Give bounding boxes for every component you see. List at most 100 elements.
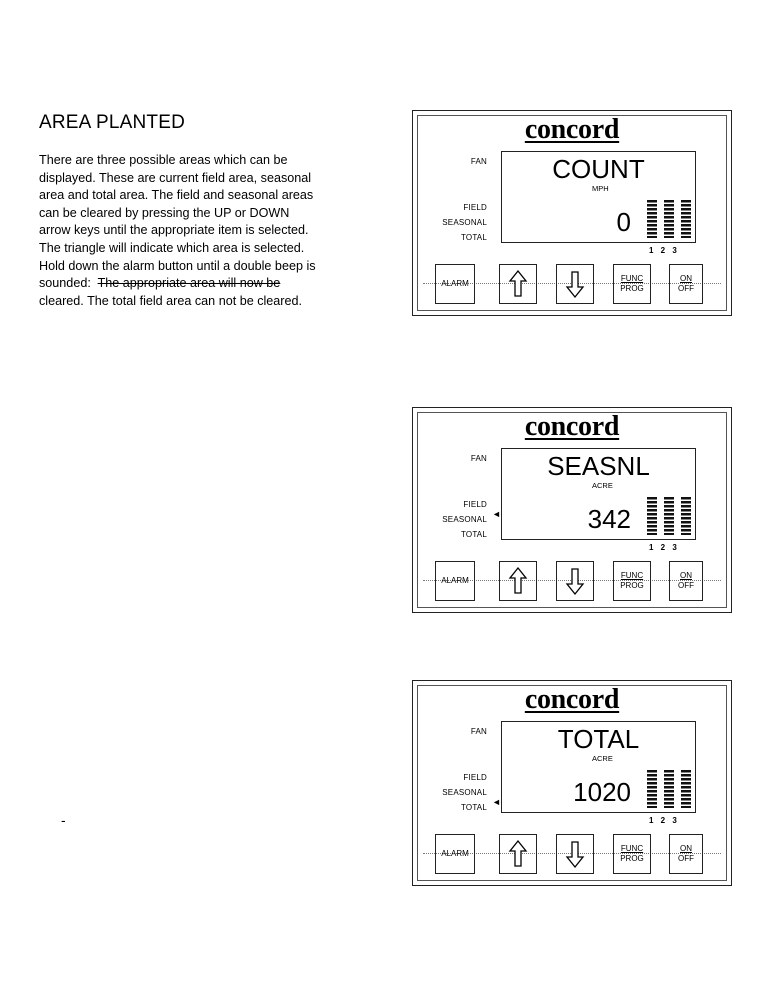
triangle-indicator-icon: ◄ (492, 509, 501, 519)
paragraph-line: arrow keys until the appropriate item is… (39, 223, 309, 238)
alarm-button[interactable]: ALARM (435, 561, 475, 601)
label-field: FIELD (463, 500, 487, 509)
down-button[interactable] (556, 834, 594, 874)
paragraph-line: There are three possible areas which can… (39, 153, 288, 167)
display-value: 342 (587, 504, 631, 534)
alarm-button[interactable]: ALARM (435, 834, 475, 874)
device-panel-count: concord FAN FIELD SEASONAL TOTAL COUNT M… (412, 110, 732, 316)
paragraph-line: Hold down the alarm button until a doubl… (39, 258, 316, 273)
display-mode-text: COUNT (552, 154, 645, 184)
func-prog-button[interactable]: FUNC PROG (613, 561, 651, 601)
bar-1 (647, 200, 657, 238)
bar-2 (664, 497, 674, 535)
func-prog-button[interactable]: FUNC PROG (613, 264, 651, 304)
display-value: 0 (616, 207, 631, 237)
on-label: ON (680, 571, 692, 580)
bar-3 (681, 770, 691, 808)
down-arrow-icon (565, 841, 585, 869)
up-button[interactable] (499, 561, 537, 601)
label-fan: FAN (470, 727, 487, 736)
label-seasonal: SEASONAL (442, 788, 487, 797)
label-total: TOTAL (460, 530, 487, 539)
on-off-button[interactable]: ON OFF (669, 561, 703, 601)
section-heading: AREA PLANTED (39, 112, 186, 133)
alarm-button[interactable]: ALARM (435, 264, 475, 304)
device-panel-seasonal: concord FAN FIELD SEASONAL TOTAL SEASNL … (412, 407, 732, 613)
on-label: ON (680, 844, 692, 853)
alarm-label: ALARM (441, 279, 469, 288)
on-off-button[interactable]: ON OFF (669, 834, 703, 874)
display-value: 1020 (573, 777, 631, 807)
label-field: FIELD (463, 773, 487, 782)
down-arrow-icon (565, 271, 585, 299)
up-arrow-icon (508, 839, 528, 867)
down-arrow-icon (565, 568, 585, 596)
display-unit: ACRE (592, 754, 613, 763)
panel-inner-frame (417, 685, 727, 881)
prog-label: PROG (620, 284, 644, 293)
triangle-indicator-icon: ◄ (492, 797, 501, 807)
display-mode-text: SEASNL (547, 451, 650, 481)
bar-numbers: 1 2 3 (649, 816, 677, 825)
panel-inner-frame (417, 412, 727, 608)
bar-2 (664, 200, 674, 238)
paragraph-line-prefix: sounded: (39, 276, 98, 291)
bar-graph (647, 770, 691, 808)
on-label: ON (680, 274, 692, 283)
bar-graph (647, 200, 691, 238)
func-label: FUNC (620, 274, 644, 283)
label-seasonal: SEASONAL (442, 218, 487, 227)
bar-graph (647, 497, 691, 535)
description-paragraph: There are three possible areas which can… (39, 152, 374, 310)
brand-logo: concord (524, 114, 620, 145)
func-label: FUNC (620, 844, 644, 853)
alarm-label: ALARM (441, 849, 469, 858)
paragraph-line: area and total area. The field and seaso… (39, 188, 314, 203)
off-label: OFF (678, 581, 694, 590)
on-off-button[interactable]: ON OFF (669, 264, 703, 304)
label-total: TOTAL (460, 233, 487, 242)
lcd-display: COUNT MPH 0 ◄ (501, 151, 696, 243)
brand-logo: concord (524, 684, 620, 715)
prog-label: PROG (620, 854, 644, 863)
up-button[interactable] (499, 264, 537, 304)
paragraph-line: The triangle will indicate which area is… (39, 240, 305, 255)
off-label: OFF (678, 284, 694, 293)
label-fan: FAN (470, 157, 487, 166)
device-panel-total: concord FAN FIELD SEASONAL TOTAL TOTAL A… (412, 680, 732, 886)
panel-inner-frame (417, 115, 727, 311)
lcd-display: SEASNL ACRE 342 ◄ (492, 448, 696, 540)
display-unit: MPH (592, 184, 609, 193)
bar-3 (681, 200, 691, 238)
paragraph-line: cleared. The total field area can not be… (39, 293, 303, 308)
off-label: OFF (678, 854, 694, 863)
bar-numbers: 1 2 3 (649, 246, 677, 255)
brand-logo: concord (524, 411, 620, 442)
up-arrow-icon (508, 566, 528, 594)
up-button[interactable] (499, 834, 537, 874)
label-seasonal: SEASONAL (442, 515, 487, 524)
down-button[interactable] (556, 264, 594, 304)
prog-label: PROG (620, 581, 644, 590)
paragraph-line: displayed. These are current field area,… (39, 170, 312, 185)
paragraph-line: sounded: The appropriate area will now b… (39, 275, 374, 293)
func-prog-button[interactable]: FUNC PROG (613, 834, 651, 874)
bar-1 (647, 770, 657, 808)
stray-dash: - (61, 812, 66, 828)
display-unit: ACRE (592, 481, 613, 490)
func-label: FUNC (620, 571, 644, 580)
bar-numbers: 1 2 3 (649, 543, 677, 552)
up-arrow-icon (508, 269, 528, 297)
down-button[interactable] (556, 561, 594, 601)
paragraph-line: can be cleared by pressing the UP or DOW… (39, 205, 290, 220)
lcd-display: TOTAL ACRE 1020 ◄ (492, 721, 696, 813)
label-total: TOTAL (460, 803, 487, 812)
struck-text: The appropriate area will now be (97, 276, 281, 291)
bar-2 (664, 770, 674, 808)
label-fan: FAN (470, 454, 487, 463)
bar-3 (681, 497, 691, 535)
display-mode-text: TOTAL (557, 724, 640, 754)
alarm-label: ALARM (441, 576, 469, 585)
label-field: FIELD (463, 203, 487, 212)
bar-1 (647, 497, 657, 535)
